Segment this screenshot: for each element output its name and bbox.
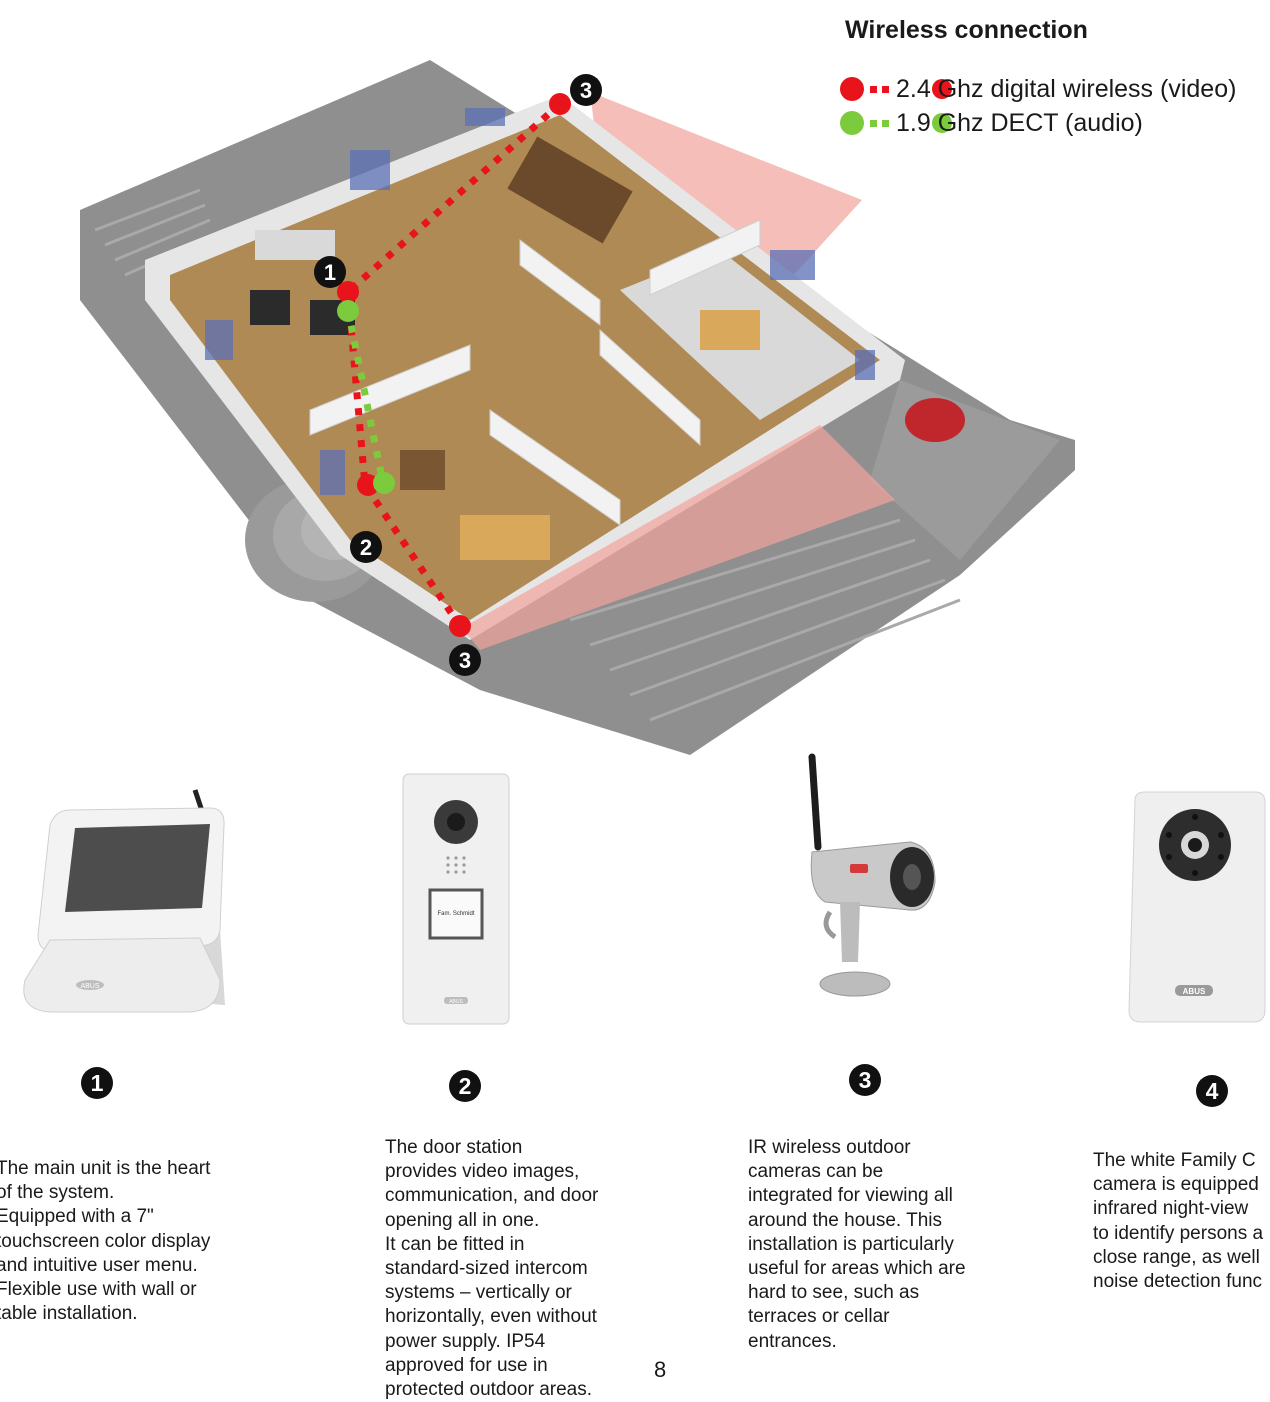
- product-number-3: 3: [849, 1064, 881, 1096]
- svg-text:3: 3: [459, 648, 471, 673]
- audio-link-dash: [870, 120, 877, 127]
- legend-item-video: 2.4 Ghz digital wireless (video): [840, 74, 1260, 104]
- main-unit-audio-node: [337, 300, 359, 322]
- brand-logo: ABUS: [449, 999, 463, 1005]
- house-floorplan-diagram: 1 2 3 3: [80, 60, 1075, 755]
- camera-node-front: [449, 615, 471, 637]
- video-link-dash: [882, 86, 889, 93]
- audio-link-dash: [882, 120, 889, 127]
- video-link-dot-icon: [932, 79, 952, 99]
- outdoor-camera-image: [808, 753, 936, 997]
- product-number-4: 4: [1196, 1075, 1228, 1107]
- video-link-dash: [870, 86, 877, 93]
- outdoor-camera-description: IR wireless outdoor cameras can be integ…: [748, 1137, 966, 1352]
- family-camera-description: The white Family C camera is equipped in…: [1093, 1150, 1264, 1293]
- house-floor: [170, 115, 880, 620]
- audio-link-dot-icon: [840, 111, 864, 135]
- video-wireless-link: [344, 101, 563, 628]
- audio-wireless-link: [344, 309, 387, 484]
- furniture: [250, 136, 760, 560]
- marker-3-front: 3: [449, 644, 481, 676]
- svg-text:1: 1: [324, 260, 336, 285]
- main-unit-node: [337, 281, 359, 303]
- door-station-description: The door station provides video images, …: [385, 1137, 599, 1401]
- door-station-node: [357, 474, 379, 496]
- camera-beam-rear: [590, 92, 862, 290]
- legend-item-audio: 1.9 Ghz DECT (audio): [840, 108, 1260, 138]
- legend-label-video: 2.4 Ghz digital wireless (video): [896, 75, 1237, 103]
- interior-walls: [309, 219, 761, 526]
- marker-1: 1: [314, 256, 346, 288]
- page-number: 8: [654, 1357, 667, 1382]
- stairs-front: [569, 518, 961, 722]
- legend-label-audio: 1.9 Ghz DECT (audio): [896, 109, 1143, 137]
- family-camera-image: ABUS: [1128, 791, 1266, 1023]
- door-station-image: Fam. Schmidt ABUS: [402, 773, 510, 1025]
- brand-logo: ABUS: [1183, 987, 1206, 996]
- svg-text:3: 3: [580, 78, 592, 103]
- audio-link-dot-icon: [932, 113, 952, 133]
- product-number-2: 2: [449, 1070, 481, 1102]
- door-station-audio-node: [373, 472, 395, 494]
- main-unit-description: The main unit is the heart of the system…: [0, 1158, 211, 1325]
- marker-3-rear: 3: [570, 74, 602, 106]
- video-link-dot-icon: [840, 77, 864, 101]
- camera-node-rear: [549, 93, 571, 115]
- legend-title: Wireless connection: [845, 16, 1088, 44]
- main-unit-image: ABUS: [23, 789, 225, 1013]
- windows: [205, 108, 875, 495]
- camera-beam-front: [462, 425, 895, 650]
- door-nameplate: Fam. Schmidt: [437, 911, 474, 917]
- marker-2: 2: [350, 531, 382, 563]
- brand-logo: ABUS: [80, 983, 99, 990]
- svg-text:2: 2: [360, 535, 372, 560]
- product-number-1: 1: [81, 1067, 113, 1099]
- patio-table: [905, 398, 965, 442]
